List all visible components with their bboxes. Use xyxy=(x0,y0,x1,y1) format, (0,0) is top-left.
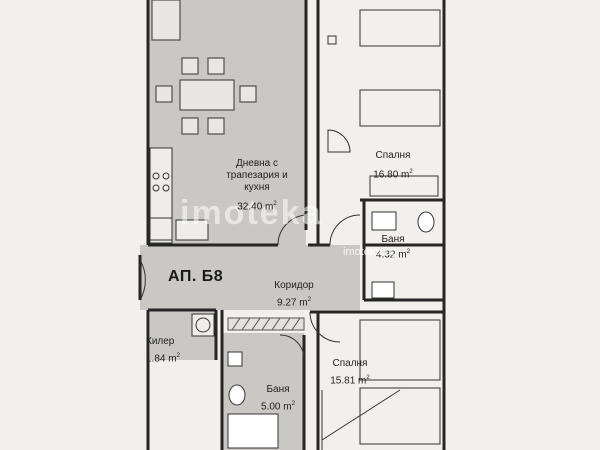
storage-name: Килер xyxy=(146,336,175,347)
hatched-wall xyxy=(227,317,305,331)
bedroom1-area: 16.80 m2 xyxy=(373,169,413,181)
walls xyxy=(146,0,446,450)
corridor-floor xyxy=(140,245,360,310)
bath2-area: 5.00 m2 xyxy=(261,401,295,413)
bedroom2-furniture xyxy=(321,319,441,450)
corridor-name: Коридор xyxy=(274,280,314,291)
bath1-area: 4.32 m2 xyxy=(376,249,410,261)
living-room-area: 32.40 m2 xyxy=(237,201,277,213)
bedroom2-label: Спалня 15.81 m2 xyxy=(320,346,380,399)
living-floor xyxy=(148,0,306,245)
storage-label: Килер 1.84 m2 xyxy=(146,324,192,377)
apartment-label: АП. Б8 xyxy=(168,268,224,285)
watermark-small: imoteka.bg xyxy=(343,246,397,258)
living-room-label: Дневна с трапезария и кухня 32.40 m2 xyxy=(212,146,302,225)
corridor-label: Коридор 9.27 m2 xyxy=(262,268,326,321)
bath1-label: Баня 4.32 m2 xyxy=(368,222,418,273)
sofa xyxy=(151,0,181,41)
storage-area: 1.84 m2 xyxy=(146,353,180,365)
dining-set xyxy=(155,57,257,135)
bedroom1-name: Спалня xyxy=(375,150,411,161)
living-room-name: Дневна с трапезария и кухня xyxy=(226,158,288,193)
bath1-fixtures xyxy=(371,211,435,299)
kitchen-counter xyxy=(149,147,209,244)
bath1-name: Баня xyxy=(381,234,405,245)
bedroom1-furniture xyxy=(327,9,441,197)
door-swings xyxy=(139,214,361,360)
bath2-fixtures xyxy=(227,351,279,449)
bedroom1-label: Спалня 16.80 m2 xyxy=(358,138,428,193)
bedroom2-name: Спалня xyxy=(332,358,368,369)
washing-machine xyxy=(191,313,215,337)
watermark-large: imoteka xyxy=(180,194,323,232)
bedroom2-area: 15.81 m2 xyxy=(330,375,370,387)
bath2-label: Баня 5.00 m2 xyxy=(252,372,304,425)
bath2-name: Баня xyxy=(266,384,290,395)
corridor-area: 9.27 m2 xyxy=(277,297,311,309)
